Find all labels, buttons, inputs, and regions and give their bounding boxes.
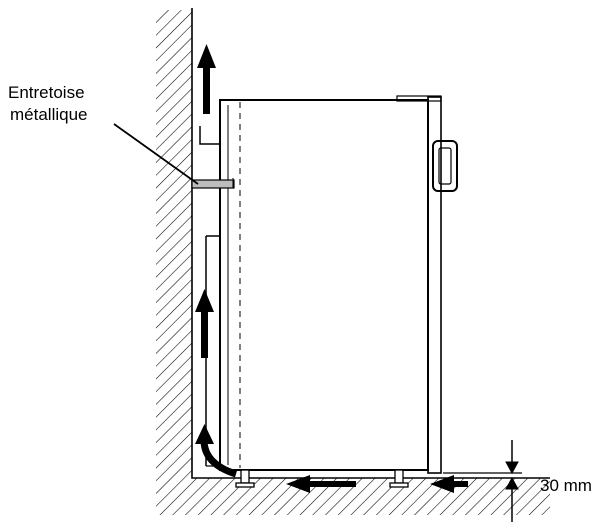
rear-foot-stem xyxy=(394,469,404,484)
airflow-arrows xyxy=(195,44,468,493)
spacer-bar xyxy=(191,179,235,189)
front-foot-pad xyxy=(235,482,255,488)
rear-top-bracket xyxy=(199,126,220,145)
door-handle-grip xyxy=(438,147,452,185)
metal-spacer xyxy=(191,178,235,189)
spacer-label-line2: métallique xyxy=(10,105,88,124)
front-foot-stem xyxy=(240,469,250,484)
airflow-arrow-top-shaft xyxy=(203,66,210,114)
door-handle xyxy=(432,140,458,192)
airflow-arrow-middle-shaft xyxy=(201,310,208,358)
appliance-body xyxy=(219,99,429,471)
airflow-arrow-top-head xyxy=(197,44,216,68)
airflow-arrow-bottom-middle-head xyxy=(286,475,310,493)
appliance-door xyxy=(427,96,442,474)
airflow-arrow-bottom-middle-shaft xyxy=(308,481,356,487)
spacer-leader-line xyxy=(113,123,199,185)
airflow-arrow-curved-head xyxy=(195,424,214,444)
appliance xyxy=(199,95,458,474)
rear-foot-pad xyxy=(389,482,409,488)
airflow-arrow-middle-head xyxy=(195,289,214,312)
wall-surface-line xyxy=(191,8,550,479)
airflow-arrow-bottom-right-shaft xyxy=(452,481,468,487)
airflow-arrow-bottom-right-head xyxy=(430,475,454,493)
dimension-upper-arrowhead xyxy=(505,461,519,475)
wall xyxy=(156,8,550,515)
appliance-feet xyxy=(235,469,409,488)
spacer-label-line1: Entretoise xyxy=(8,83,85,102)
clearance-dimension xyxy=(443,440,522,522)
wall-hatching xyxy=(156,10,550,515)
appliance-top-hinge xyxy=(396,95,442,102)
clearance-label: 30 mm xyxy=(540,476,592,495)
